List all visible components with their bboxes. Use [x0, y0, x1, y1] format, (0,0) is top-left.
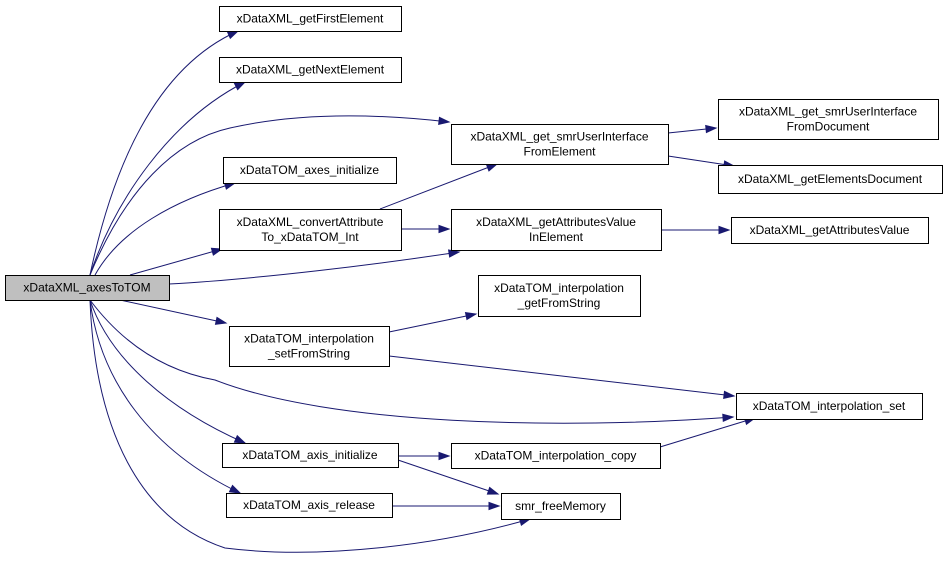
node-axes-initialize[interactable]: xDataTOM_axes_initialize [223, 157, 397, 184]
node-label: xDataTOM_axis_initialize [242, 448, 377, 462]
edge-interp-set-from-string-to-interp-set [388, 355, 735, 397]
arrowhead-axes-to-tom-to-get-first-element [226, 30, 240, 40]
node-get-first-element[interactable]: xDataXML_getFirstElement [219, 6, 402, 32]
arrowhead-axes-to-tom-to-interp-set [722, 413, 735, 422]
node-label: smr_freeMemory [515, 499, 606, 513]
node-box [223, 157, 397, 184]
node-box [226, 493, 393, 518]
node-label: xDataTOM_axis_release [243, 498, 375, 512]
node-label: xDataXML_axesToTOM [23, 281, 150, 295]
node-box [731, 217, 929, 244]
node-label: xDataTOM_interpolation [494, 281, 624, 295]
node-box [219, 209, 402, 251]
node-box [222, 443, 399, 468]
node-box [229, 326, 390, 367]
node-box [5, 275, 170, 301]
node-label: xDataTOM_interpolation_copy [475, 449, 637, 463]
edge-axes-to-tom-to-get-next-element [89, 81, 246, 276]
node-smr-uifrom-document[interactable]: xDataXML_get_smrUserInterfaceFromDocumen… [718, 99, 939, 140]
arrowhead-axes-to-tom-to-attr-value-in-element [447, 249, 461, 258]
call-edges [89, 30, 757, 553]
node-label: xDataTOM_axes_initialize [240, 163, 379, 177]
node-box [718, 165, 943, 194]
arrowhead-smr-uifrom-element-to-smr-uifrom-document [705, 124, 718, 134]
node-interp-set-from-string[interactable]: xDataTOM_interpolation_setFromString [229, 326, 390, 367]
node-label: _setFromString [267, 347, 350, 361]
arrowhead-axis-initialize-to-interp-copy [438, 451, 451, 461]
node-box [219, 57, 402, 83]
edge-interp-set-from-string-to-interp-get-from-string [388, 313, 477, 333]
arrowhead-axis-initialize-to-free-memory [486, 486, 500, 495]
edge-axes-to-tom-to-axis-release [89, 299, 241, 494]
edge-axes-to-tom-to-get-first-element [89, 30, 239, 276]
arrowhead-axis-release-to-free-memory [488, 501, 501, 511]
node-interp-set[interactable]: xDataTOM_interpolation_set [736, 393, 923, 420]
arrowhead-interp-set-from-string-to-interp-get-from-string [464, 312, 478, 321]
edge-axes-to-tom-to-interp-set [89, 299, 734, 424]
node-get-next-element[interactable]: xDataXML_getNextElement [219, 57, 402, 83]
node-box [219, 6, 402, 32]
node-label: To_xDataTOM_Int [261, 230, 359, 244]
node-label: xDataXML_getFirstElement [237, 12, 384, 26]
node-label: InElement [529, 230, 584, 244]
node-label: xDataXML_getAttributesValue [750, 223, 910, 237]
node-box [451, 443, 661, 469]
node-label: xDataTOM_interpolation_set [753, 399, 906, 413]
edge-axis-initialize-to-free-memory [397, 459, 499, 495]
edge-interp-copy-to-interp-set [659, 417, 756, 448]
function-nodes: xDataXML_axesToTOM xDataXML_getFirstEleme… [5, 6, 943, 520]
node-box [501, 493, 621, 520]
node-interp-copy[interactable]: xDataTOM_interpolation_copy [451, 443, 661, 469]
node-label: xDataXML_convertAttribute [237, 215, 384, 229]
arrowhead-axes-to-tom-to-axis-release [228, 484, 242, 494]
arrowhead-interp-set-from-string-to-interp-set [723, 390, 736, 399]
node-axis-initialize[interactable]: xDataTOM_axis_initialize [222, 443, 399, 468]
node-box [451, 209, 662, 251]
node-label: xDataTOM_interpolation [244, 332, 374, 346]
node-axis-release[interactable]: xDataTOM_axis_release [226, 493, 393, 518]
node-free-memory[interactable]: smr_freeMemory [501, 493, 621, 520]
node-label: xDataXML_get_smrUserInterface [470, 130, 648, 144]
node-label: _getFromString [517, 296, 601, 310]
edge-smr-uifrom-element-to-get-elements-document [667, 155, 735, 167]
arrowhead-axes-to-tom-to-smr-uifrom-element [438, 116, 451, 125]
node-get-elements-document[interactable]: xDataXML_getElementsDocument [718, 165, 943, 194]
edge-axes-to-tom-to-axis-initialize [89, 299, 246, 444]
node-label: xDataXML_getNextElement [236, 63, 385, 77]
edge-axes-to-tom-to-smr-uifrom-element [89, 115, 450, 276]
node-interp-get-from-string[interactable]: xDataTOM_interpolation_getFromString [478, 275, 641, 317]
arrowhead-axes-to-tom-to-axis-initialize [233, 434, 247, 444]
edge-axes-to-tom-to-interp-set-from-string [119, 299, 227, 324]
arrowhead-convert-attribute-to-attr-value-in-element [438, 224, 451, 234]
node-label: xDataXML_getElementsDocument [738, 172, 923, 186]
node-label: FromDocument [787, 120, 870, 134]
edge-convert-attribute-to-smr-uifrom-element [379, 163, 498, 210]
node-axes-to-tom[interactable]: xDataXML_axesToTOM [5, 275, 170, 301]
node-box [451, 124, 669, 165]
edge-axes-to-tom-to-convert-attribute [129, 248, 223, 276]
edge-axes-to-tom-to-free-memory [89, 299, 531, 553]
edge-axes-to-tom-to-attr-value-in-element [168, 251, 460, 285]
arrowhead-convert-attribute-to-smr-uifrom-element [485, 163, 499, 172]
node-box [718, 99, 939, 140]
node-box [736, 393, 923, 420]
node-label: xDataXML_get_smrUserInterface [739, 105, 917, 119]
node-box [478, 275, 641, 317]
arrowhead-axes-to-tom-to-interp-set-from-string [214, 316, 228, 325]
arrowhead-axes-to-tom-to-get-next-element [233, 81, 247, 91]
node-label: FromElement [523, 145, 596, 159]
node-get-attributes-value[interactable]: xDataXML_getAttributesValue [731, 217, 929, 244]
node-label: xDataXML_getAttributesValue [476, 215, 636, 229]
arrowhead-attr-value-in-element-to-get-attributes-value [718, 225, 731, 235]
edge-axes-to-tom-to-axes-initialize [94, 182, 236, 276]
